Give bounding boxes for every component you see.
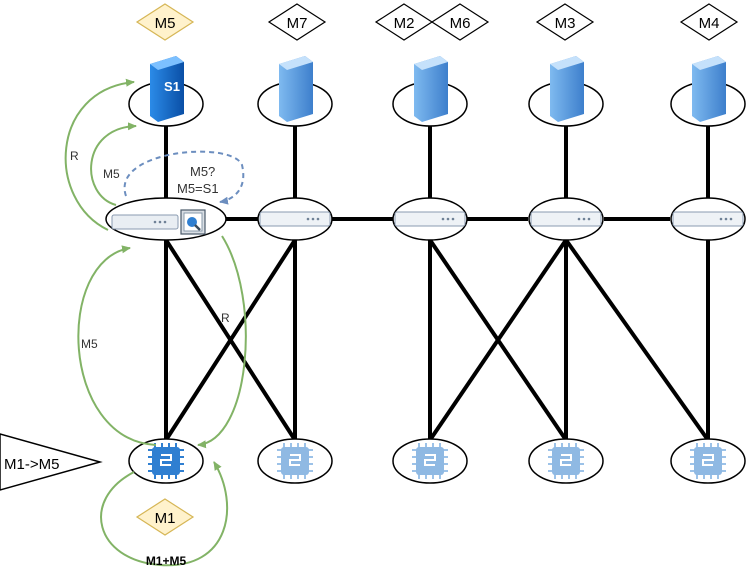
chip-icon [548, 443, 584, 479]
network-links [164, 120, 710, 442]
lookup-loop-arrow [123, 150, 245, 205]
link-switch2-chip1 [164, 238, 297, 442]
diamond-label: M6 [450, 15, 471, 32]
diamond-m4: M4 [679, 3, 739, 41]
chip-icon [148, 443, 184, 479]
flow-arrow-m5-up [77, 245, 157, 446]
diamond-m2: M2 [374, 3, 434, 41]
label-m5-answer: M5=S1 [177, 181, 219, 196]
diamond-label: M1 [155, 510, 176, 527]
diamond-m6: M6 [430, 3, 490, 41]
server-icon [414, 56, 448, 122]
label-m5-loop: M5 [103, 167, 120, 181]
label-m5-left: M5 [81, 337, 98, 351]
diamond-tags: M5 M7 M2 M6 M3 M4 M1 [135, 3, 739, 536]
label-m5-query: M5? [190, 164, 215, 179]
link-switch4-chip3 [428, 238, 568, 442]
flow-arrow-bottom [100, 461, 228, 567]
flow-arrows [64, 78, 247, 567]
diamond-m7: M7 [267, 3, 327, 41]
server-icon [279, 56, 313, 122]
server-icon [692, 56, 726, 122]
link-switch4-chip5 [564, 238, 710, 442]
diamond-label: M3 [555, 15, 576, 32]
incoming-request-triangle: M1->M5 [0, 433, 103, 491]
lookup-icon [180, 209, 206, 235]
switch-icon [394, 211, 466, 227]
chip-icon [412, 443, 448, 479]
diamond-m1: M1 [135, 498, 195, 536]
request-label: M1->M5 [4, 456, 59, 473]
server-s1-icon: S1 [150, 56, 184, 122]
chip-icon [690, 443, 726, 479]
server-label: S1 [164, 79, 180, 94]
switch-icon [530, 211, 602, 227]
label-r-down: R [221, 311, 230, 325]
chip-icon [277, 443, 313, 479]
diamond-m5-top: M5 [135, 3, 195, 41]
flow-arrow-m5-inner [90, 122, 137, 206]
diamond-label: M2 [394, 15, 415, 32]
switch-icon [111, 214, 179, 230]
diamond-label: M5 [155, 15, 176, 32]
server-icon [550, 56, 584, 122]
flow-arrow-r-outer [64, 78, 135, 231]
label-bottom-combined: M1+M5 [146, 554, 187, 568]
flow-arrow-r-down [197, 235, 247, 449]
switch-icon [672, 211, 744, 227]
switch-icon [259, 211, 331, 227]
diamond-label: M7 [287, 15, 308, 32]
diamond-label: M4 [699, 15, 720, 32]
diamond-m3: M3 [535, 3, 595, 41]
label-r-top: R [70, 149, 79, 163]
